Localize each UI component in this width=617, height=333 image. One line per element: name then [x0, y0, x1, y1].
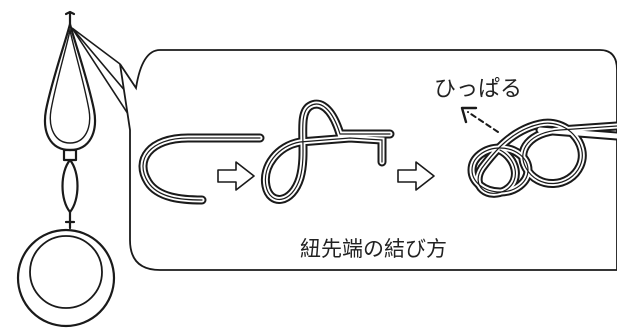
callout-pointer: [71, 27, 133, 121]
step-arrow-1: [217, 161, 255, 191]
callout-bubble: [119, 49, 617, 271]
knot-step-1: [138, 133, 265, 205]
ornament-lower-loop: [61, 158, 79, 214]
knot-step-2: [260, 99, 395, 204]
knot-step-3: [467, 118, 617, 198]
pull-arrow: [460, 106, 499, 133]
ornament-top-knot: [64, 10, 76, 26]
ornament-ball: [16, 228, 116, 328]
pull-label: ひっぱる: [434, 77, 522, 102]
diagram-caption: 紐先端の結び方: [300, 237, 447, 261]
hanging-ornament: [16, 10, 116, 328]
step-arrow-2: [397, 161, 435, 191]
ornament-mid-knot: [62, 148, 78, 162]
